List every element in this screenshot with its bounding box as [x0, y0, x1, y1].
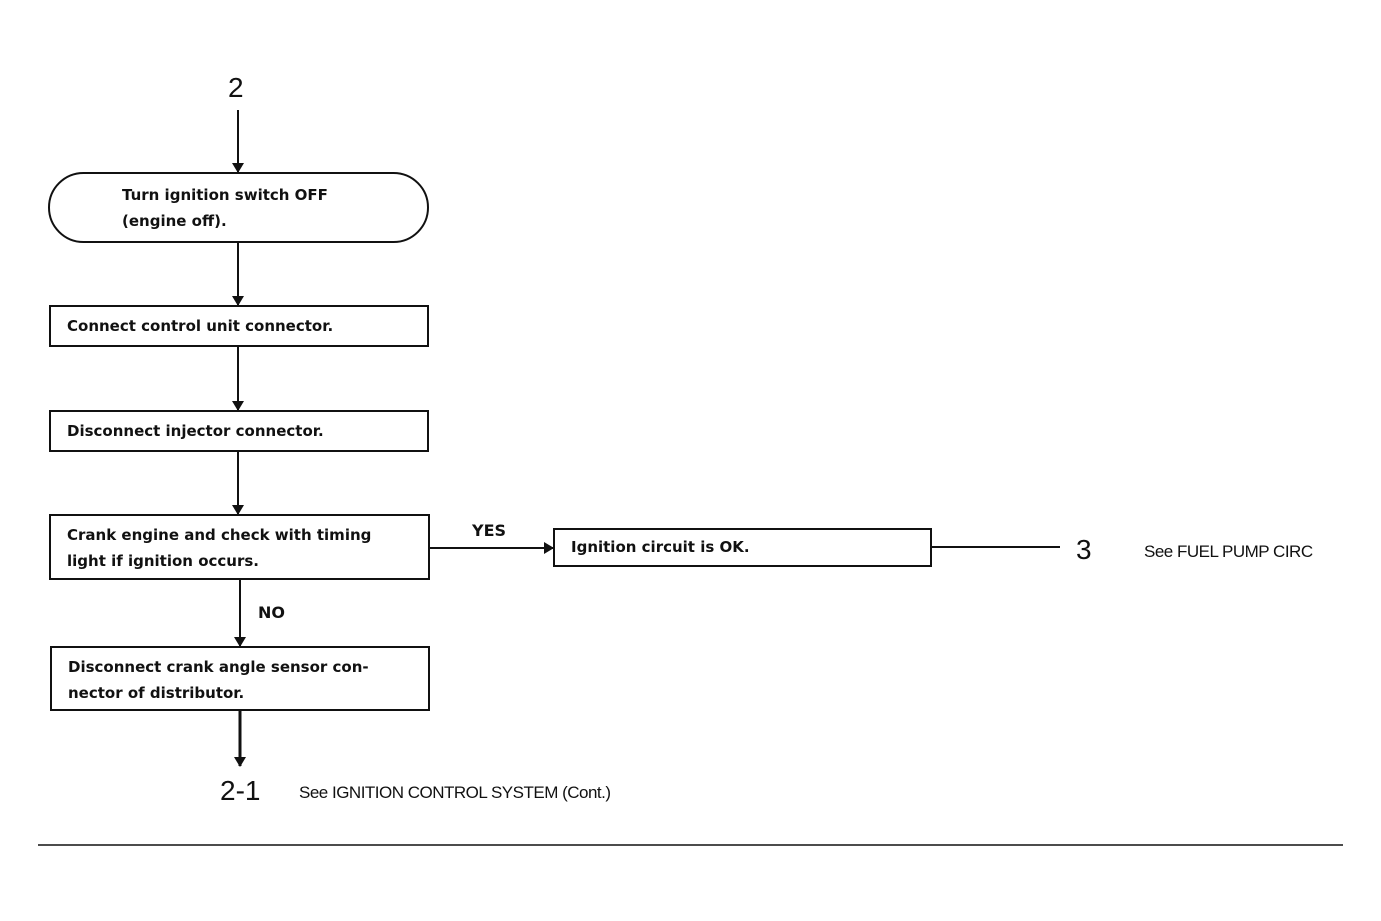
- step-cas-line2: nector of distributor.: [68, 684, 245, 702]
- branch-no-label: NO: [258, 603, 285, 622]
- step-turn-ignition-off: Turn ignition switch OFF (engine off).: [48, 172, 429, 243]
- start-connector-label: 2: [228, 72, 244, 103]
- step-connect-control-unit: Connect control unit connector.: [49, 305, 429, 347]
- branch-yes-label: YES: [472, 521, 507, 540]
- step-crank-line1: Crank engine and check with timing: [67, 526, 372, 544]
- step-turn-ignition-off-line1: Turn ignition switch OFF: [122, 186, 328, 204]
- step-disconnect-crank-angle-sensor: Disconnect crank angle sensor con- necto…: [50, 646, 430, 711]
- step-crank-line2: light if ignition occurs.: [67, 552, 259, 570]
- step-disconnect-injector-text: Disconnect injector connector.: [67, 422, 324, 440]
- step-connect-control-unit-text: Connect control unit connector.: [67, 317, 334, 335]
- end-connector-note: See IGNITION CONTROL SYSTEM (Cont.): [299, 783, 611, 802]
- step-cas-line1: Disconnect crank angle sensor con-: [68, 658, 369, 676]
- step-turn-ignition-off-line2: (engine off).: [122, 212, 227, 230]
- step-ignition-circuit-ok: Ignition circuit is OK.: [553, 528, 932, 567]
- step-ignition-circuit-ok-text: Ignition circuit is OK.: [571, 538, 750, 556]
- step-disconnect-injector: Disconnect injector connector.: [49, 410, 429, 452]
- end-connector-label: 2-1: [220, 775, 261, 806]
- connector-3-note: See FUEL PUMP CIRC: [1144, 542, 1313, 561]
- connector-3-label: 3: [1076, 534, 1092, 565]
- step-crank-engine-check: Crank engine and check with timing light…: [49, 514, 430, 580]
